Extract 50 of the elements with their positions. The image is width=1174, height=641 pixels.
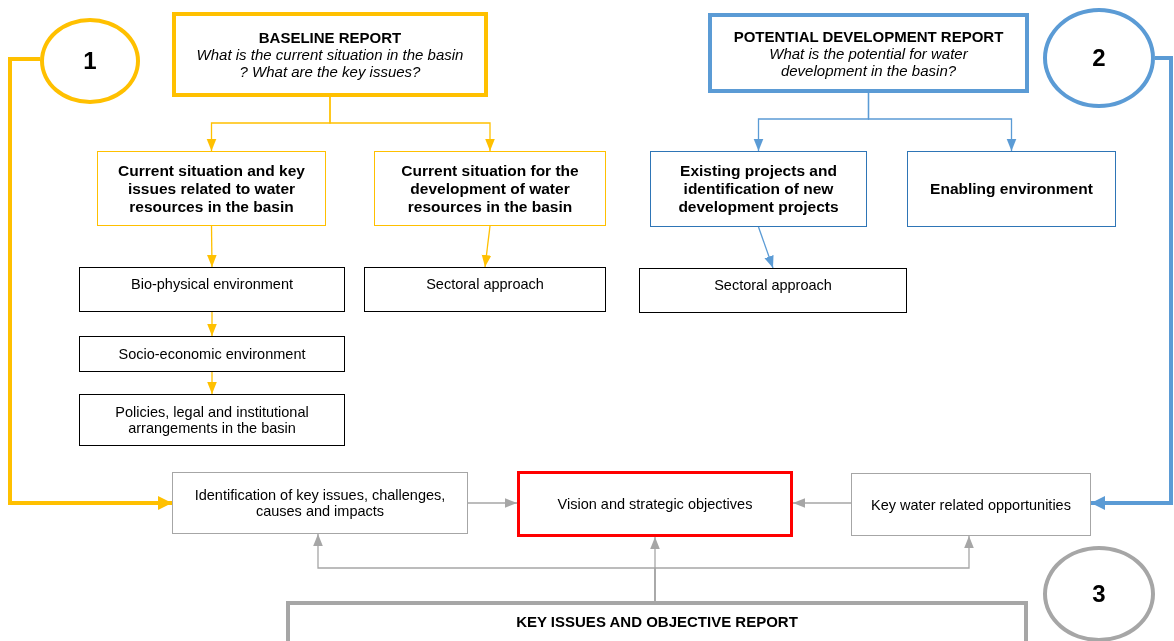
arrow <box>654 535 974 602</box>
box-text: Existing projects and identification of new development projects <box>677 162 840 216</box>
box-text: Sectoral approach <box>713 276 833 293</box>
process-box <box>172 472 468 534</box>
topic-box <box>907 151 1116 227</box>
report-title: POTENTIAL DEVELOPMENT REPORT <box>733 27 1004 45</box>
report-box <box>708 13 1029 93</box>
step-number: 1 <box>83 47 97 75</box>
process-box <box>79 267 345 312</box>
arrow <box>329 96 495 152</box>
box-text: Current situation and key issues related to water resources in the basin <box>117 161 306 216</box>
process-box <box>364 267 606 312</box>
arrow <box>8 57 172 510</box>
box-text: Bio-physical environment <box>130 275 294 292</box>
box-text: Policies, legal and institutional arrangements in the basin <box>114 404 310 436</box>
box-text: Current situation for the development of water resources in the basin <box>400 161 580 216</box>
box-text: Identification of key issues, challenges, causes and impacts <box>193 487 447 519</box>
numbered-circle <box>40 18 140 104</box>
numbered-circle <box>1043 8 1155 108</box>
box-text: Enabling environment <box>929 180 1094 198</box>
report-title: KEY ISSUES AND OBJECTIVE REPORT <box>516 613 798 630</box>
arrow <box>757 226 774 269</box>
report-question: What is the potential for water development in the basin? <box>768 44 969 79</box>
process-box <box>79 394 345 446</box>
topic-box <box>374 151 606 226</box>
step-number: 2 <box>1092 44 1106 72</box>
arrow <box>207 311 217 337</box>
process-box <box>639 268 907 313</box>
topic-box <box>650 151 867 227</box>
box-text: Key water related opportunities <box>870 496 1072 513</box>
arrow <box>207 371 217 395</box>
numbered-circle <box>1043 546 1155 641</box>
report-box <box>172 12 488 97</box>
arrow <box>207 225 217 268</box>
arrow <box>481 225 492 268</box>
highlighted-box <box>517 471 793 537</box>
step-number: 3 <box>1092 580 1106 608</box>
box-text: Sectoral approach <box>425 275 545 292</box>
box-text: Vision and strategic objectives <box>556 496 754 512</box>
report-box <box>286 601 1028 641</box>
topic-box <box>97 151 326 226</box>
report-question: What is the current situation in the basin ? What are the key issues? <box>195 46 465 80</box>
process-box <box>79 336 345 372</box>
box-text: Socio-economic environment <box>117 346 307 362</box>
process-box <box>851 473 1091 536</box>
arrow <box>467 498 518 508</box>
report-title: BASELINE REPORT <box>258 29 402 46</box>
arrow <box>792 498 852 508</box>
arrow <box>1091 56 1173 510</box>
arrow <box>867 92 1017 152</box>
